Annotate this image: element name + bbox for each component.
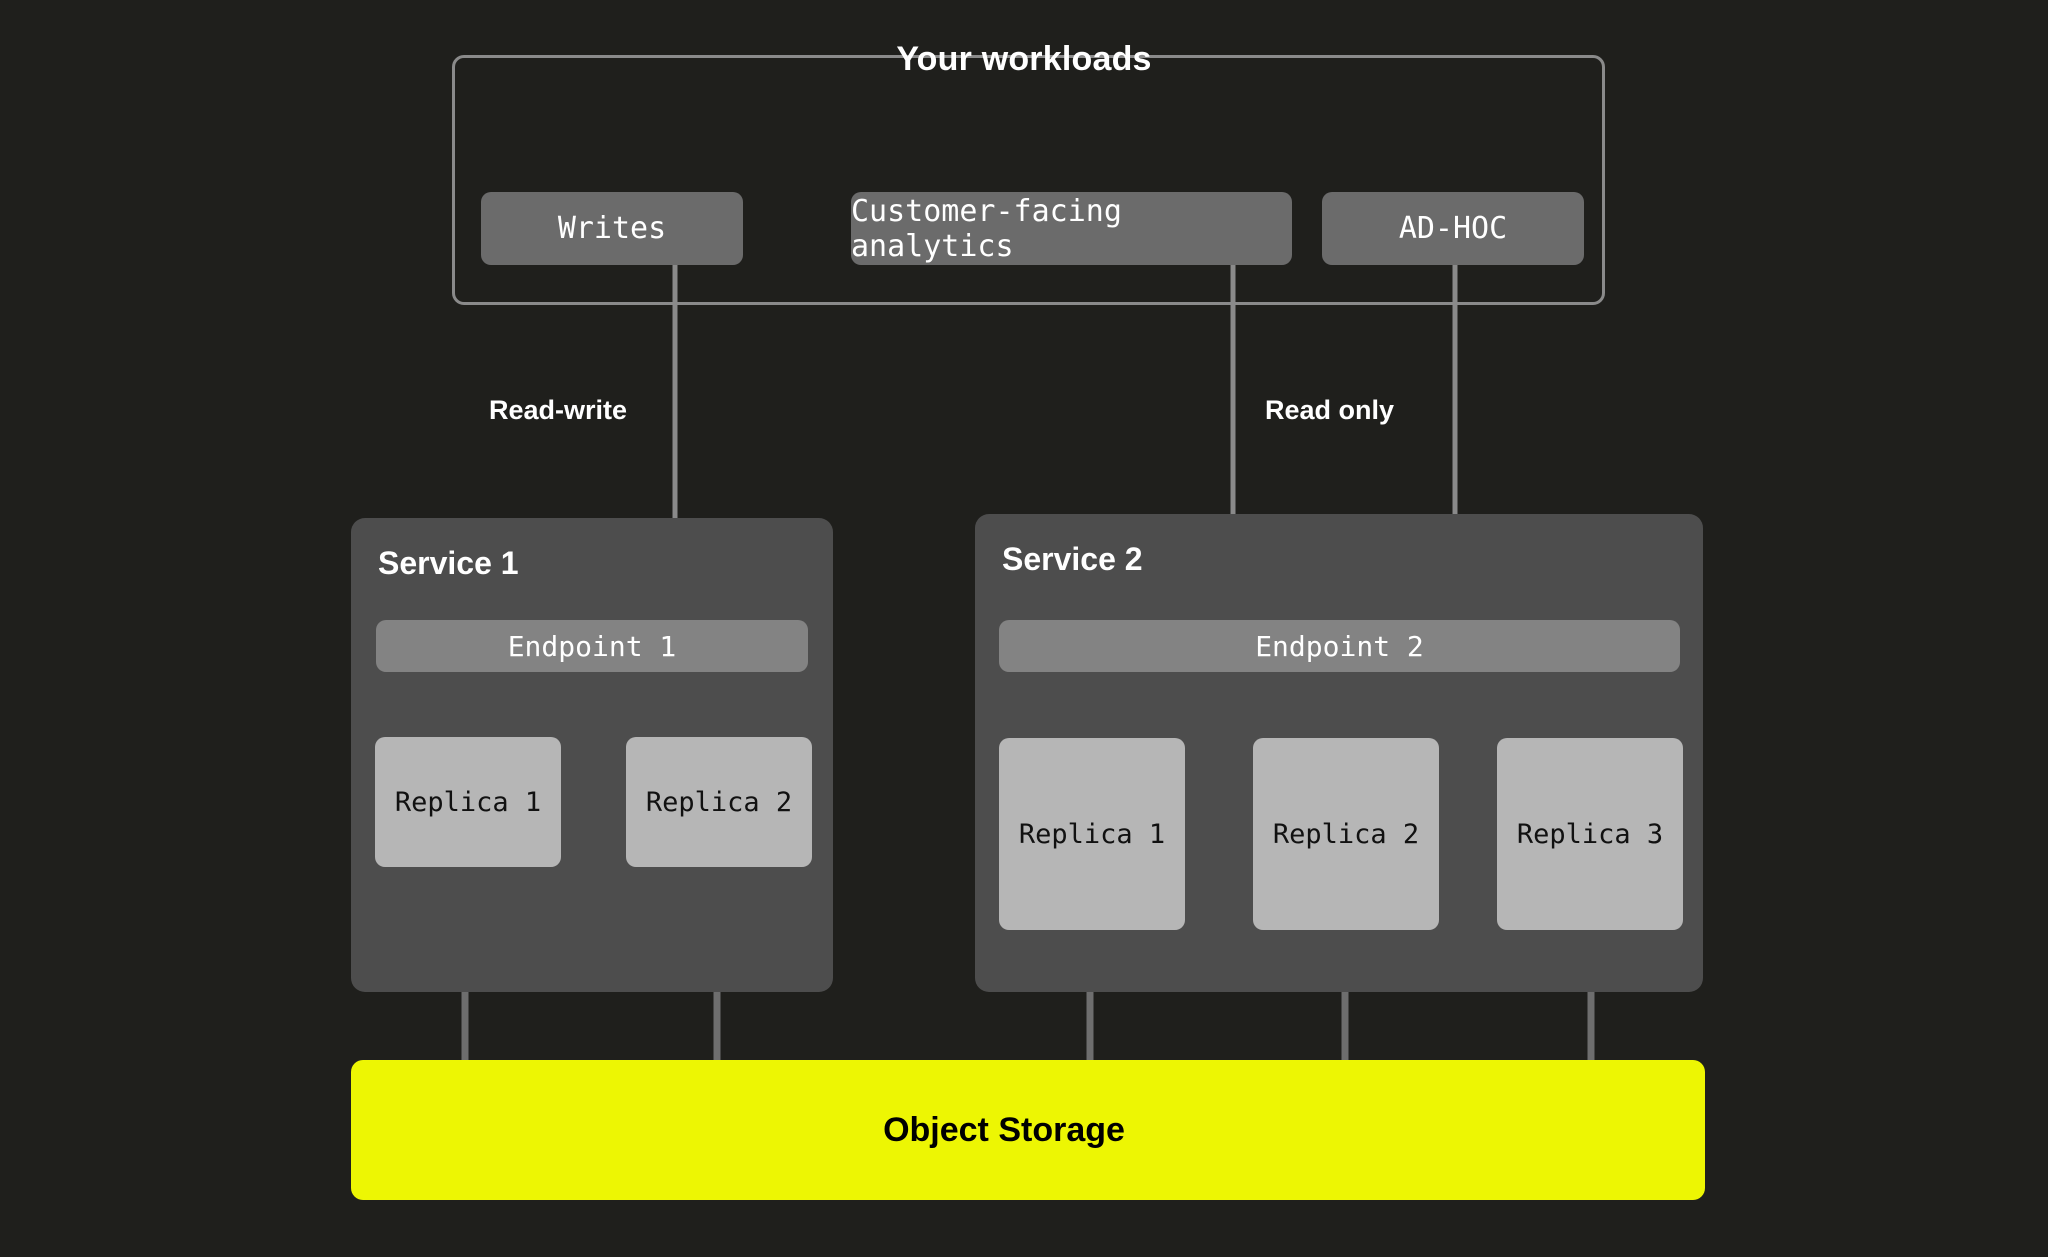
service-2-endpoint[interactable]: Endpoint 2: [999, 620, 1680, 672]
workload-chip-writes[interactable]: Writes: [481, 192, 743, 265]
service-2-replica-2-label: Replica 2: [1272, 818, 1420, 850]
service-2-replica-3[interactable]: Replica 3: [1497, 738, 1683, 930]
object-storage-bar[interactable]: Object Storage: [351, 1060, 1705, 1200]
service-2-replica-2[interactable]: Replica 2: [1253, 738, 1439, 930]
service-2-replica-3-label: Replica 3: [1516, 818, 1664, 850]
service-1-endpoint-label: Endpoint 1: [507, 629, 677, 663]
service-1-replica-2[interactable]: Replica 2: [626, 737, 812, 867]
edge-label-read-write: Read-write: [489, 395, 628, 425]
service-1-endpoint[interactable]: Endpoint 1: [376, 620, 808, 672]
service-1-replica-1-label: Replica 1: [394, 786, 542, 818]
your-workloads-title: Your workloads: [896, 40, 1152, 78]
service-2-replica-1[interactable]: Replica 1: [999, 738, 1185, 930]
object-storage-label: Object Storage: [883, 1110, 1125, 1149]
service-2-container: Service 2 Endpoint 2 Replica 1 Replica 2…: [975, 514, 1703, 992]
workload-chip-ad-hoc-label: AD-HOC: [1398, 211, 1508, 246]
workload-chip-customer-facing-analytics-label: Customer-facing analytics: [851, 193, 1122, 264]
service-1-container: Service 1 Endpoint 1 Replica 1 Replica 2: [351, 518, 833, 992]
your-workloads-container: [452, 55, 1605, 305]
service-2-title: Service 2: [1002, 541, 1143, 577]
service-2-replica-1-label: Replica 1: [1018, 818, 1166, 850]
edge-label-read-only: Read only: [1265, 395, 1395, 425]
workload-chip-customer-facing-analytics[interactable]: Customer-facing analytics: [851, 192, 1292, 265]
service-1-title: Service 1: [378, 545, 519, 581]
service-1-replica-2-label: Replica 2: [645, 786, 793, 818]
workload-chip-writes-label: Writes: [557, 211, 667, 246]
service-1-replica-1[interactable]: Replica 1: [375, 737, 561, 867]
service-2-endpoint-label: Endpoint 2: [1255, 629, 1424, 663]
workload-chip-ad-hoc[interactable]: AD-HOC: [1322, 192, 1584, 265]
